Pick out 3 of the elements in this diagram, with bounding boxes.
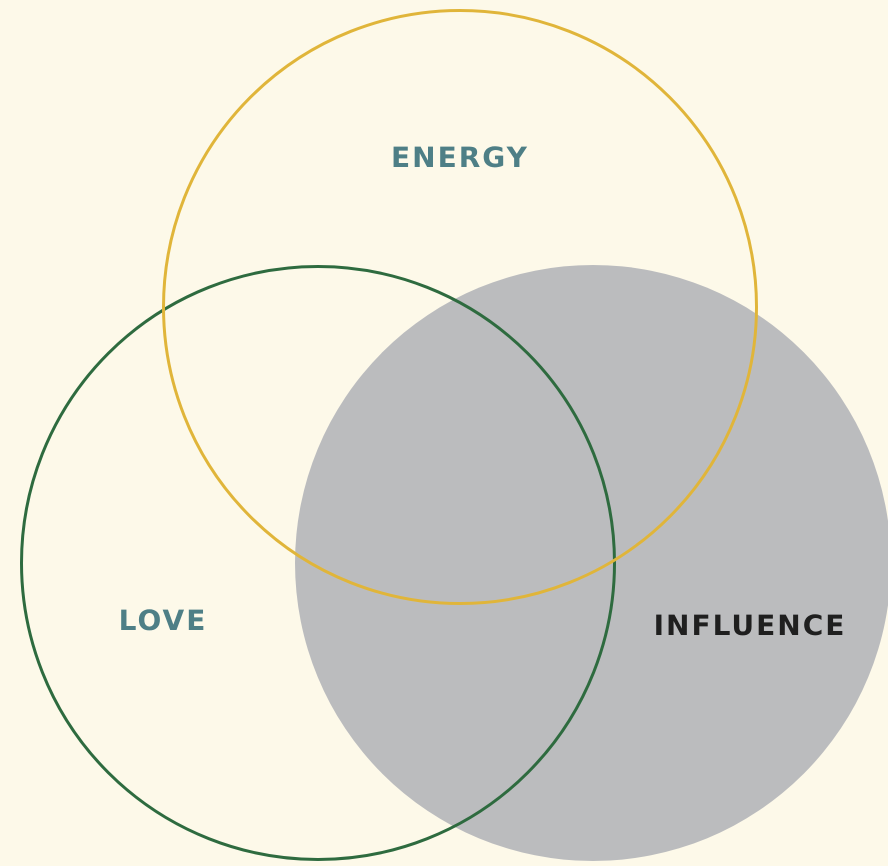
circle-label: INFLUENCE [654, 612, 846, 640]
circle-label: LOVE [118, 607, 208, 635]
circle-label: ENERGY [391, 144, 529, 172]
